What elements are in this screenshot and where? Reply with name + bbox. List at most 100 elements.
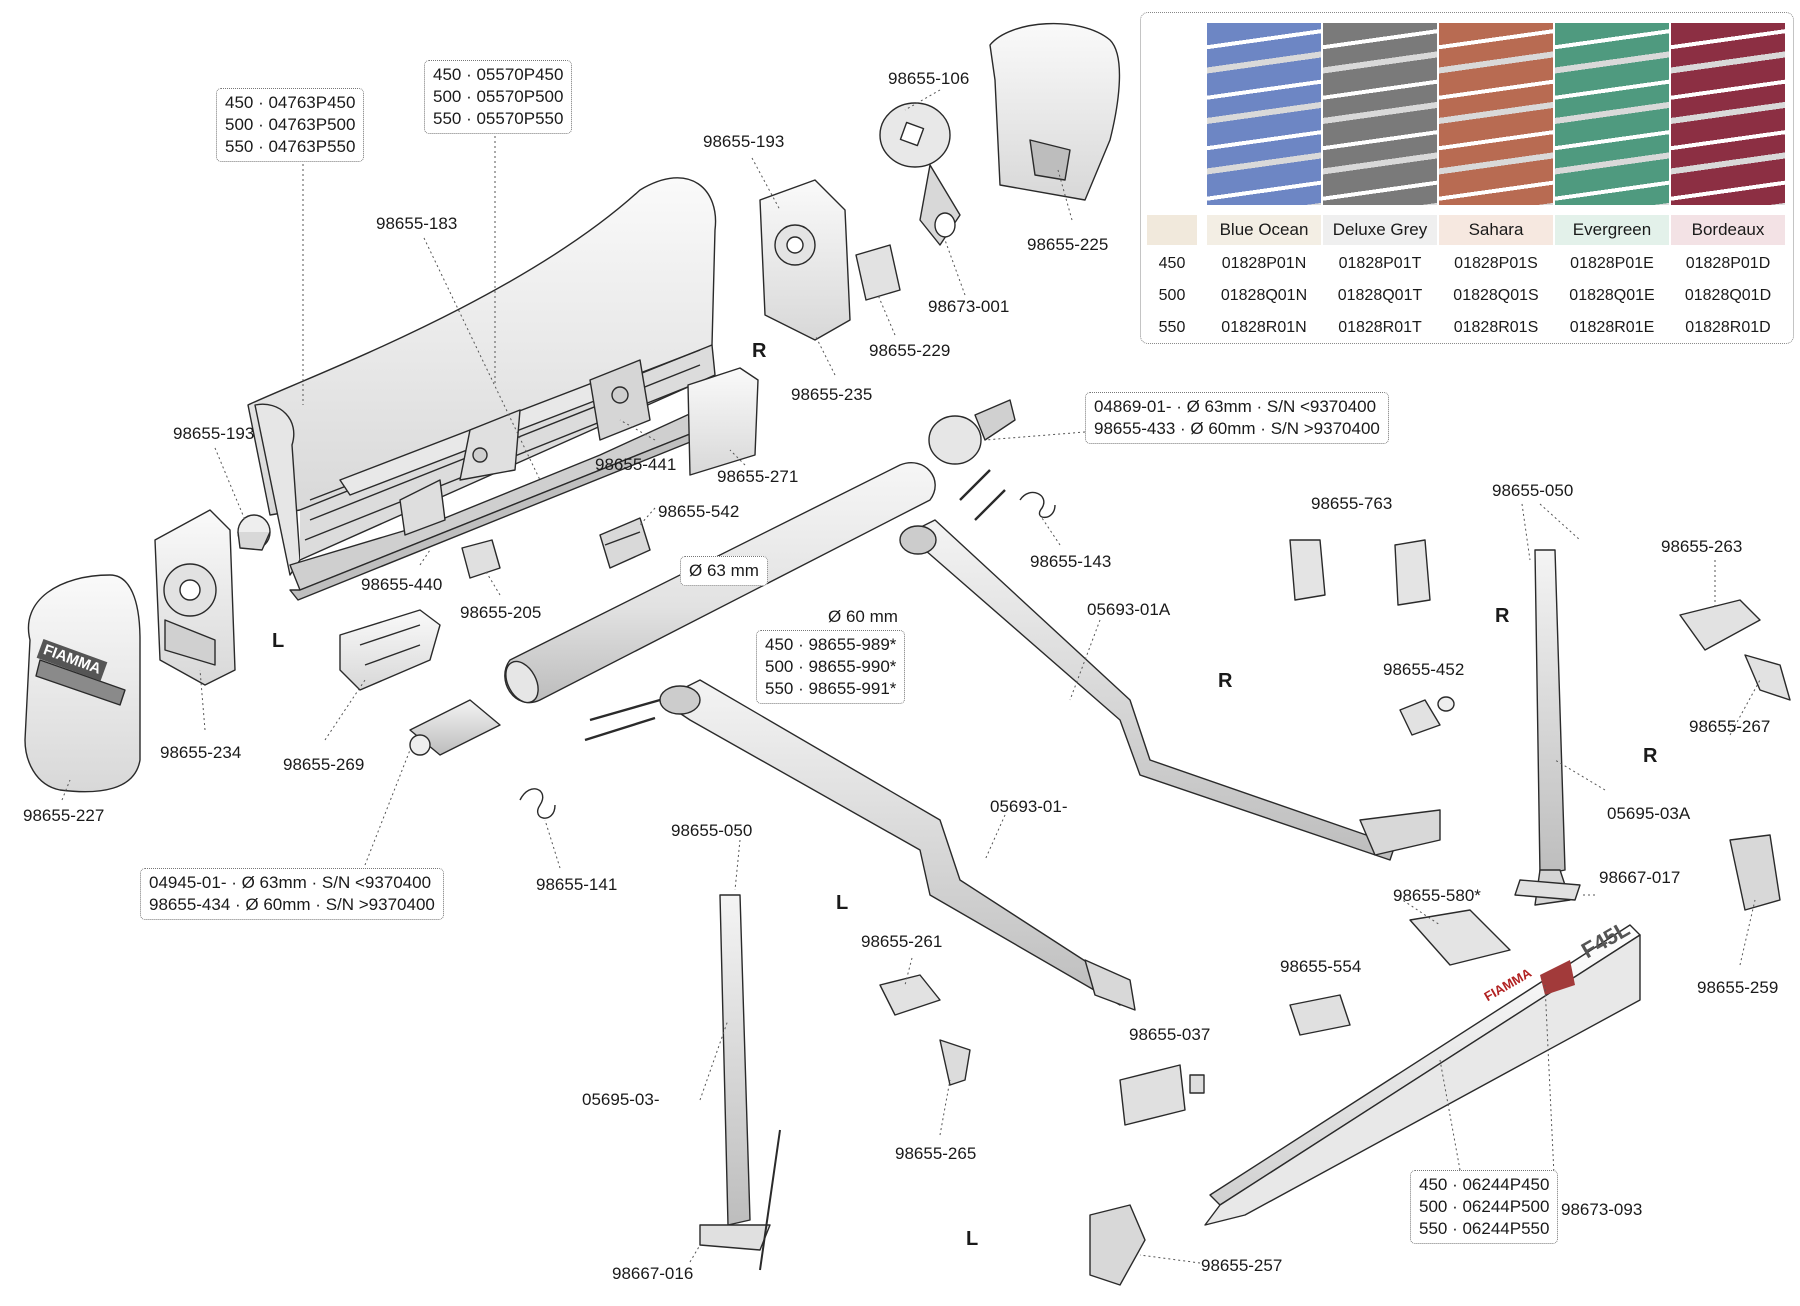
callout-04945: 04945-01- · Ø 63mm · S/N <9370400 98655-…: [140, 868, 444, 920]
code-cell: 01828Q01D: [1684, 287, 1772, 304]
part-label: 05693-01-: [990, 797, 1068, 816]
part-label: 98667-016: [612, 1264, 694, 1283]
box-line: 450 · 06244P450: [1419, 1175, 1550, 1194]
callout-98655-989: 450 · 98655-989* 500 · 98655-990* 550 · …: [756, 630, 906, 704]
code-cell: 01828R01T: [1338, 319, 1422, 336]
col-head-deluxe-grey: Deluxe Grey: [1323, 215, 1437, 245]
part-label: 98667-017: [1599, 868, 1681, 887]
spring-left-drawing: [409, 699, 501, 756]
box-line: 98655-433 · Ø 60mm · S/N >9370400: [1094, 419, 1380, 438]
part-label: 98655-440: [361, 575, 443, 594]
part-label: 05695-03A: [1607, 804, 1691, 823]
cassette-case-drawing: [247, 177, 726, 601]
part-label: 98655-106: [888, 69, 970, 88]
part-label: 98655-452: [1383, 660, 1465, 679]
code-cell: 01828R01D: [1685, 319, 1771, 336]
end-cover-left-drawing: [24, 574, 141, 793]
end-plate-right-drawing: [759, 179, 851, 341]
swatch-blue-ocean: [1207, 23, 1321, 205]
end-cover-right-drawing: [989, 22, 1121, 201]
box-line: 550 · 05570P550: [433, 109, 564, 128]
box-line: 500 · 98655-990*: [765, 657, 897, 676]
bracket-263-drawing: [1679, 599, 1791, 701]
clip-542-drawing: [599, 517, 651, 569]
part-label: 98655-267: [1689, 717, 1771, 736]
bracket-261-drawing: [879, 974, 971, 1086]
part-label: 98655-580*: [1393, 886, 1481, 905]
inner-profile-drawing: [339, 359, 651, 536]
box-line: 98655-434 · Ø 60mm · S/N >9370400: [149, 895, 435, 914]
part-label: 98655-235: [791, 385, 873, 404]
bracket-259-drawing: [1729, 834, 1781, 911]
crank-106-drawing: [879, 102, 961, 246]
code-cell: 01828P01D: [1685, 255, 1771, 272]
code-cell: 01828P01S: [1454, 255, 1538, 272]
bearing-left-drawing: [237, 514, 271, 551]
leg-right-drawing: [1514, 549, 1581, 906]
code-cell: 01828Q01N: [1220, 287, 1308, 304]
box-line: 550 · 98655-991*: [765, 679, 897, 698]
part-label: 98655-050: [1492, 481, 1574, 500]
clip-205-drawing: [461, 539, 501, 579]
part-label: 98655-037: [1129, 1025, 1211, 1044]
part-label: 98655-225: [1027, 235, 1109, 254]
part-label: 98655-271: [717, 467, 799, 486]
size-550: 550: [1158, 319, 1186, 336]
bracket-580-drawing: [1409, 909, 1511, 966]
code-cell: 01828Q01S: [1453, 287, 1539, 304]
arm-right-drawing: [899, 469, 1441, 861]
part-label: 98655-141: [536, 875, 618, 894]
part-label: 98655-263: [1661, 537, 1743, 556]
code-cell: 01828R01E: [1569, 319, 1655, 336]
cover-271-drawing: [687, 367, 759, 476]
swatch-deluxe-grey: [1323, 23, 1437, 205]
part-label: 98655-265: [895, 1144, 977, 1163]
box-line: 04945-01- · Ø 63mm · S/N <9370400: [149, 873, 432, 892]
side-marker-r: R: [752, 340, 767, 362]
swatch-evergreen: [1555, 23, 1669, 205]
part-label: 98655-259: [1697, 978, 1779, 997]
spring-141-drawing: [519, 788, 556, 819]
swatch-bordeaux: [1671, 23, 1785, 205]
part-label: 98655-257: [1201, 1256, 1283, 1275]
lead-rail-drawing: [1204, 924, 1641, 1226]
side-marker-l: L: [966, 1228, 979, 1250]
code-cell: 01828P01E: [1570, 255, 1654, 272]
part-label: 98655-227: [23, 806, 105, 825]
part-label: 98655-441: [595, 455, 677, 474]
part-452-drawing: [1399, 696, 1455, 736]
box-line: 550 · 06244P550: [1419, 1219, 1550, 1238]
part-label: 98655-183: [376, 214, 458, 233]
col-head-evergreen: Evergreen: [1555, 215, 1669, 245]
part-label: 98655-554: [1280, 957, 1362, 976]
box-line: 450 · 04763P450: [225, 93, 356, 112]
box-line: 500 · 04763P500: [225, 115, 356, 134]
code-cell: 01828Q01E: [1569, 287, 1655, 304]
part-label: 98655-542: [658, 502, 740, 521]
part-label: 98655-193: [173, 424, 255, 443]
spring-right-drawing: [928, 399, 1016, 465]
end-plate-left-drawing: [154, 509, 236, 686]
bracket-257-drawing: [1089, 1204, 1146, 1286]
part-label: Ø 60 mm: [828, 607, 898, 626]
code-cell: 01828Q01T: [1337, 287, 1423, 304]
box-line: 500 · 06244P500: [1419, 1197, 1550, 1216]
part-label: 05693-01A: [1087, 600, 1171, 619]
part-label: 98673-001: [928, 297, 1010, 316]
part-label: 98655-193: [703, 132, 785, 151]
fabric-table: Blue Ocean Deluxe Grey Sahara Evergreen …: [1140, 12, 1794, 344]
clip-037-drawing: [1119, 1064, 1205, 1126]
spring-143-drawing: [1019, 491, 1056, 519]
part-label: 98655-234: [160, 743, 242, 762]
part-label: 98655-269: [283, 755, 365, 774]
clip-229-drawing: [855, 244, 901, 301]
callout-05570: 450 · 05570P450 500 · 05570P500 550 · 05…: [424, 60, 573, 134]
code-cell: 01828P01T: [1338, 255, 1422, 272]
arm-left-drawing: [584, 679, 1136, 1011]
part-label: 98655-205: [460, 603, 542, 622]
part-label: 98655-763: [1311, 494, 1393, 513]
part-label: 98655-143: [1030, 552, 1112, 571]
box-line: 04869-01- · Ø 63mm · S/N <9370400: [1094, 397, 1377, 416]
callout-06244: 450 · 06244P450 500 · 06244P500 550 · 06…: [1410, 1170, 1559, 1244]
